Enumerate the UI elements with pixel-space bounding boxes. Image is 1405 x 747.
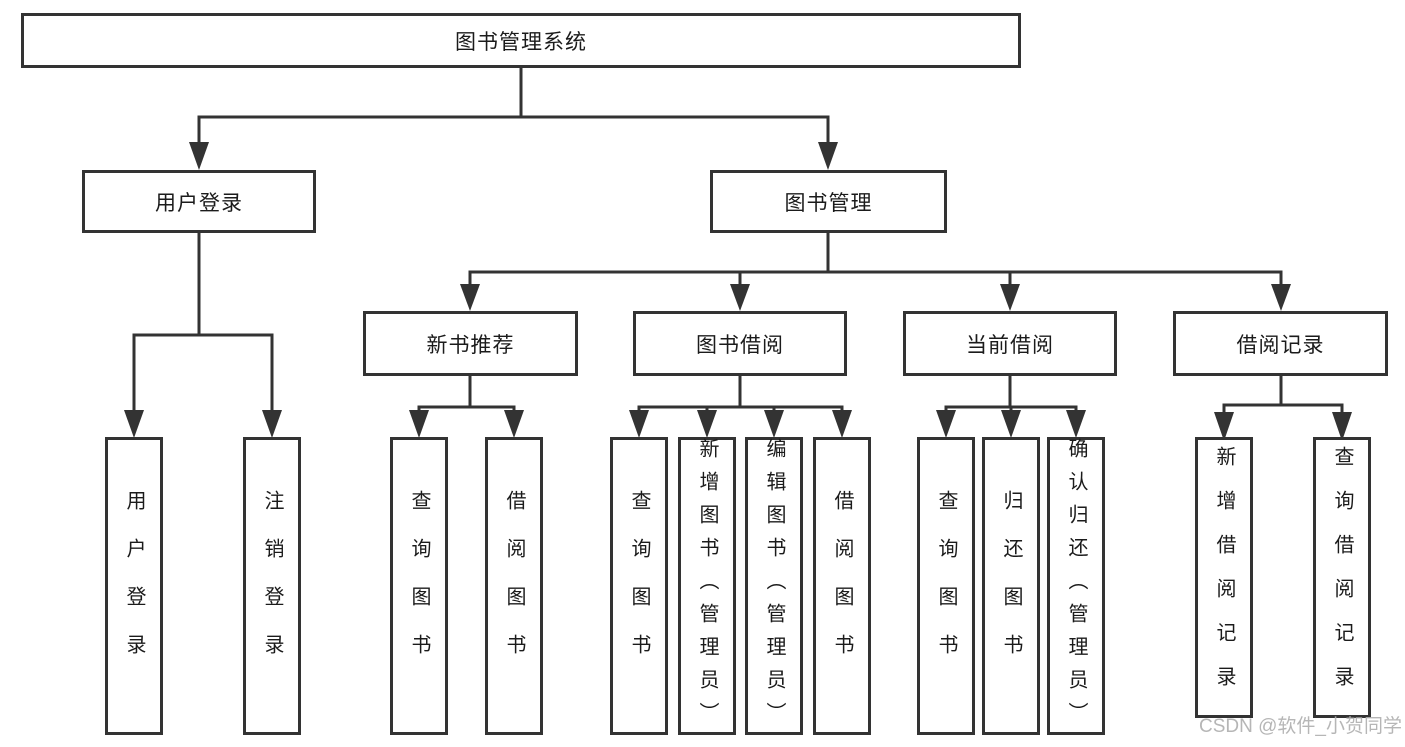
arrowhead-icon	[697, 410, 717, 438]
node-label: 查询图书	[935, 490, 957, 682]
arrowhead-icon	[936, 410, 956, 438]
leaf-newbook-borrow: 借阅图书	[485, 437, 543, 735]
arrowhead-icon	[504, 410, 524, 438]
arrowhead-icon	[818, 142, 838, 170]
arrowhead-icon	[1066, 410, 1086, 438]
leaf-borrow-edit-admin: 编辑图书（管理员）	[745, 437, 803, 735]
node-label: 用户登录	[123, 490, 145, 682]
arrowhead-icon	[1271, 284, 1291, 311]
node-label: 借阅图书	[831, 490, 853, 682]
node-user-login-group: 用户登录	[82, 170, 316, 233]
leaf-borrow-borrow: 借阅图书	[813, 437, 871, 735]
connector-borrow-to-leaves	[637, 376, 844, 415]
arrowhead-icon	[1001, 410, 1021, 438]
connector-userlogin-to-leaves	[132, 233, 274, 413]
leaf-newbook-query: 查询图书	[390, 437, 448, 735]
arrowhead-icon	[189, 142, 209, 170]
node-label: 当前借阅	[966, 333, 1054, 357]
node-label: 查询图书	[628, 490, 650, 682]
arrowhead-icon	[1332, 412, 1352, 441]
arrowhead-icon	[124, 410, 144, 438]
node-label: 归还图书	[1000, 490, 1022, 682]
node-label: 查询图书	[408, 490, 430, 682]
leaf-borrow-add-admin: 新增图书（管理员）	[678, 437, 736, 735]
node-label: 借阅图书	[503, 490, 525, 682]
node-book-borrow: 图书借阅	[633, 311, 847, 376]
leaf-records-query: 查询借阅记录	[1313, 437, 1371, 718]
node-book-management: 图书管理	[710, 170, 947, 233]
leaf-current-return: 归还图书	[982, 437, 1040, 735]
node-label: 新增借阅记录	[1213, 445, 1235, 710]
connector-current-to-leaves	[944, 376, 1078, 415]
node-label: 新书推荐	[426, 333, 515, 357]
arrowhead-icon	[629, 410, 649, 438]
connector-bookmgmt-to-level3	[468, 233, 1283, 289]
leaf-borrow-query: 查询图书	[610, 437, 668, 735]
arrowhead-icon	[262, 410, 282, 438]
node-new-book-recommend: 新书推荐	[363, 311, 578, 376]
csdn-watermark: CSDN @软件_小贺同学	[1199, 716, 1402, 737]
node-label: 注销登录	[261, 490, 283, 682]
node-label: 确认归还（管理员）	[1065, 437, 1087, 735]
arrowhead-icon	[832, 410, 852, 438]
node-label: 图书管理系统	[455, 30, 587, 54]
arrowhead-icon	[1000, 284, 1020, 311]
connector-newbook-to-leaves	[417, 376, 516, 415]
arrowheads	[124, 142, 1352, 441]
arrowhead-icon	[1214, 412, 1234, 441]
arrowhead-icon	[764, 410, 784, 438]
node-root-system: 图书管理系统	[21, 13, 1021, 68]
leaf-records-add: 新增借阅记录	[1195, 437, 1253, 718]
leaf-current-confirm-admin: 确认归还（管理员）	[1047, 437, 1105, 735]
node-label: 图书管理	[784, 191, 873, 215]
arrowhead-icon	[409, 410, 429, 438]
leaf-current-query: 查询图书	[917, 437, 975, 735]
node-label: 查询借阅记录	[1331, 445, 1353, 710]
node-label: 新增图书（管理员）	[696, 437, 718, 735]
node-label: 借阅记录	[1236, 333, 1325, 357]
node-borrow-records: 借阅记录	[1173, 311, 1388, 376]
node-label: 编辑图书（管理员）	[763, 437, 785, 735]
arrowhead-icon	[460, 284, 480, 311]
leaf-user-login: 用户登录	[105, 437, 163, 735]
node-label: 用户登录	[155, 191, 243, 215]
connector-root-to-level2	[197, 68, 830, 146]
arrowhead-icon	[730, 284, 750, 311]
connector-records-to-leaves	[1222, 376, 1344, 415]
leaf-logout: 注销登录	[243, 437, 301, 735]
connector-lines	[132, 68, 1344, 415]
node-current-borrow: 当前借阅	[903, 311, 1117, 376]
node-label: 图书借阅	[696, 333, 784, 357]
